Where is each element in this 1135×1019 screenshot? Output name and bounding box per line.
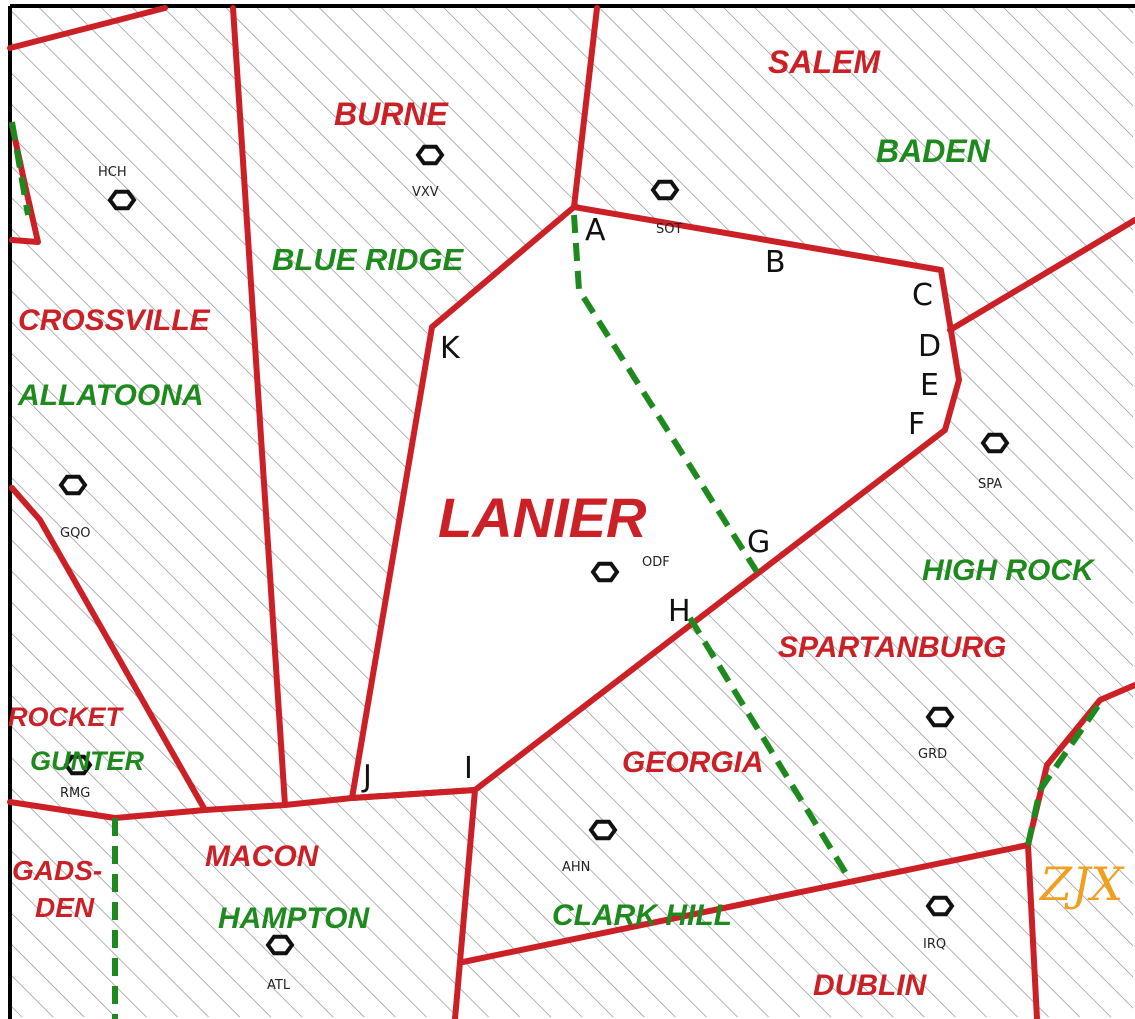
sector-label-dublin[interactable]: DUBLIN bbox=[813, 969, 928, 1002]
sector-label-den[interactable]: DEN bbox=[35, 892, 95, 923]
navaid-icon-sot[interactable] bbox=[650, 179, 680, 201]
navaid-icon-gqo[interactable] bbox=[58, 474, 88, 496]
navaid-label-grd: GRD bbox=[918, 747, 947, 762]
navaid-icon-irq[interactable] bbox=[925, 895, 955, 917]
sector-label-allatoona[interactable]: ALLATOONA bbox=[17, 379, 204, 412]
sector-label-burne[interactable]: BURNE bbox=[334, 96, 449, 132]
sector-label-gads[interactable]: GADS- bbox=[12, 855, 102, 886]
point-d[interactable]: D bbox=[918, 329, 941, 364]
sector-label-macon[interactable]: MACON bbox=[205, 840, 320, 873]
sector-label-baden[interactable]: BADEN bbox=[876, 133, 991, 169]
sector-label-hampton[interactable]: HAMPTON bbox=[218, 902, 370, 935]
sector-label-clark-hill[interactable]: CLARK HILL bbox=[552, 899, 732, 932]
navaid-label-rmg: RMG bbox=[60, 786, 90, 801]
point-b[interactable]: B bbox=[765, 245, 786, 280]
navaid-icon-vxv[interactable] bbox=[415, 144, 445, 166]
navaid-label-ahn: AHN bbox=[562, 860, 590, 875]
point-j[interactable]: J bbox=[361, 759, 372, 794]
navaid-label-spa: SPA bbox=[978, 477, 1002, 492]
sector-label-spartanburg[interactable]: SPARTANBURG bbox=[778, 631, 1006, 664]
navaid-label-sot: SOT bbox=[656, 222, 682, 237]
navaid-icon-spa[interactable] bbox=[980, 432, 1010, 454]
navaid-label-hch: HCH bbox=[98, 165, 127, 180]
point-a[interactable]: A bbox=[585, 213, 606, 248]
navaid-label-vxv: VXV bbox=[412, 185, 439, 200]
point-e[interactable]: E bbox=[920, 368, 939, 403]
sector-label-gunter[interactable]: GUNTER bbox=[30, 746, 145, 776]
lanier-sector-area[interactable] bbox=[352, 207, 959, 798]
split-lines bbox=[9, 121, 1103, 1019]
point-h[interactable]: H bbox=[668, 594, 691, 629]
zjx-center-label: ZJX bbox=[1038, 857, 1125, 911]
navaid-icon-odf[interactable] bbox=[590, 561, 620, 583]
navaid-icon-rmg[interactable] bbox=[63, 754, 93, 776]
lanier-label[interactable]: LANIER bbox=[438, 486, 647, 549]
navaid-icon-ahn[interactable] bbox=[588, 819, 618, 841]
navaid-label-irq: IRQ bbox=[923, 937, 946, 952]
point-f[interactable]: F bbox=[908, 407, 925, 442]
navaid-label-atl: ATL bbox=[267, 978, 291, 993]
navaid-label-gqo: GQO bbox=[60, 526, 91, 541]
sector-label-georgia[interactable]: GEORGIA bbox=[622, 746, 764, 779]
sector-label-rocket[interactable]: ROCKET bbox=[8, 702, 125, 732]
sector-label-salem[interactable]: SALEM bbox=[768, 44, 881, 80]
navaid-label-odf: ODF bbox=[642, 555, 670, 570]
point-c[interactable]: C bbox=[912, 278, 933, 313]
navaid-icon-atl[interactable] bbox=[265, 934, 295, 956]
navaid-icon-hch[interactable] bbox=[107, 189, 137, 211]
navaid-symbols bbox=[58, 144, 1010, 956]
sector-label-high-rock[interactable]: HIGH ROCK bbox=[922, 554, 1096, 587]
sector-label-crossville[interactable]: CROSSVILLE bbox=[18, 304, 211, 337]
sector-label-blue-ridge[interactable]: BLUE RIDGE bbox=[272, 242, 465, 277]
point-g[interactable]: G bbox=[747, 525, 770, 560]
point-k[interactable]: K bbox=[440, 331, 461, 366]
navaid-icon-grd[interactable] bbox=[925, 706, 955, 728]
point-i[interactable]: I bbox=[464, 751, 473, 786]
